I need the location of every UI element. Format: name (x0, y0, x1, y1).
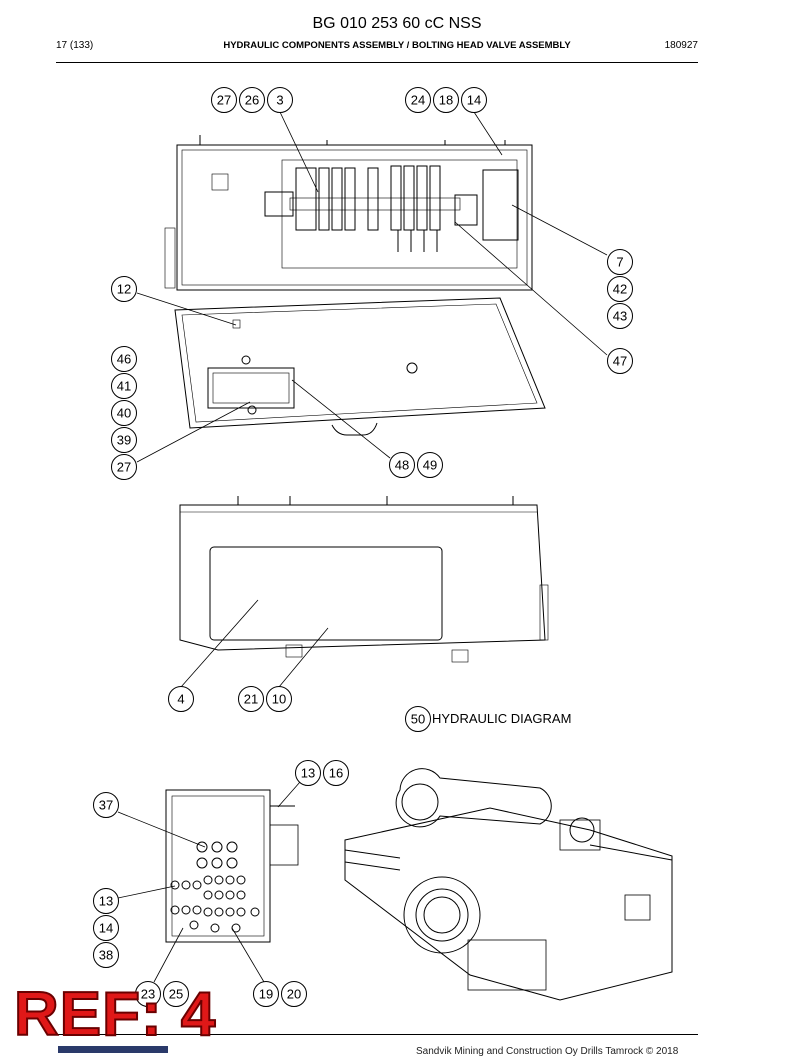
document-code: BG 010 253 60 cC NSS (312, 15, 482, 32)
callout-circle (405, 706, 431, 732)
callout-circle (417, 452, 443, 478)
callout-circle (111, 427, 137, 453)
callout-label: 25 (169, 987, 183, 1002)
callout-circle (93, 915, 119, 941)
callout-label: 27 (217, 93, 231, 108)
callout-label: 48 (395, 458, 409, 473)
callout-label: 41 (117, 379, 131, 394)
callout-circle (389, 452, 415, 478)
callout-circle (111, 346, 137, 372)
footer-rule (56, 1034, 698, 1035)
callout-label: 39 (117, 433, 131, 448)
callout-circle (93, 792, 119, 818)
callout-circle (433, 87, 459, 113)
callout-label: 43 (613, 309, 627, 324)
callout-circle (238, 686, 264, 712)
callout-circle (211, 87, 237, 113)
callout-circle (111, 400, 137, 426)
callout-label: 12 (117, 282, 131, 297)
callout-label: 18 (439, 93, 453, 108)
hydraulic-diagram-label: HYDRAULIC DIAGRAM (432, 711, 572, 726)
callout-label: 3 (276, 93, 283, 108)
callout-circle (267, 87, 293, 113)
callout-circle (323, 760, 349, 786)
callout-circle (253, 981, 279, 1007)
callout-circle (405, 87, 431, 113)
callout-circle (607, 348, 633, 374)
valve-box-lid (174, 297, 546, 436)
callout-label: 42 (613, 282, 627, 297)
callout-label: 40 (117, 406, 131, 421)
callout-label: 4 (177, 692, 184, 707)
callout-label: 27 (117, 460, 131, 475)
callout-circle (281, 981, 307, 1007)
callout-label: 47 (613, 354, 627, 369)
section-title: HYDRAULIC COMPONENTS ASSEMBLY / BOLTING … (223, 40, 571, 51)
callout-label: 46 (117, 352, 131, 367)
ref-stamp: REF: 4 (13, 980, 217, 1049)
callout-circle (461, 87, 487, 113)
callout-circle (135, 981, 161, 1007)
callout-circle (295, 760, 321, 786)
callout-label: 20 (287, 987, 301, 1002)
callout-label: 49 (423, 458, 437, 473)
callout-circle (266, 686, 292, 712)
header-rule (56, 62, 698, 63)
callout-label: 14 (99, 921, 113, 936)
revision-date: 180927 (664, 40, 698, 51)
callout-circle (607, 249, 633, 275)
leader-lines (117, 111, 608, 983)
callout-circle (607, 276, 633, 302)
callout-label: 16 (329, 766, 343, 781)
callout-label: 13 (99, 894, 113, 909)
callout-circle (168, 686, 194, 712)
side-panel-view (165, 789, 299, 943)
copyright-footer: Sandvik Mining and Construction Oy Drill… (416, 1046, 679, 1057)
valve-box-top (164, 135, 533, 291)
callout-circle (607, 303, 633, 329)
callout-label: 13 (301, 766, 315, 781)
callout-label: 7 (616, 255, 623, 270)
callout-circle (93, 888, 119, 914)
callout-label: 50 (411, 712, 425, 727)
page-number: 17 (133) (56, 40, 94, 51)
bolting-head-isometric (344, 768, 673, 1001)
callout-label: 19 (259, 987, 273, 1002)
callout-label: 21 (244, 692, 258, 707)
callout-circle (111, 454, 137, 480)
callout-label: 37 (99, 798, 113, 813)
callout-label: 10 (272, 692, 286, 707)
callout-circle (111, 276, 137, 302)
callout-label: 26 (245, 93, 259, 108)
valve-box-closed (179, 496, 549, 663)
callout-circle (239, 87, 265, 113)
callout-label: 14 (467, 93, 481, 108)
brand-logo-bar (58, 1046, 168, 1053)
callout-circle (93, 942, 119, 968)
callout-label: 38 (99, 948, 113, 963)
callout-label: 23 (141, 987, 155, 1002)
callout-label: 24 (411, 93, 425, 108)
callout-circle (111, 373, 137, 399)
callout-circle (163, 981, 189, 1007)
